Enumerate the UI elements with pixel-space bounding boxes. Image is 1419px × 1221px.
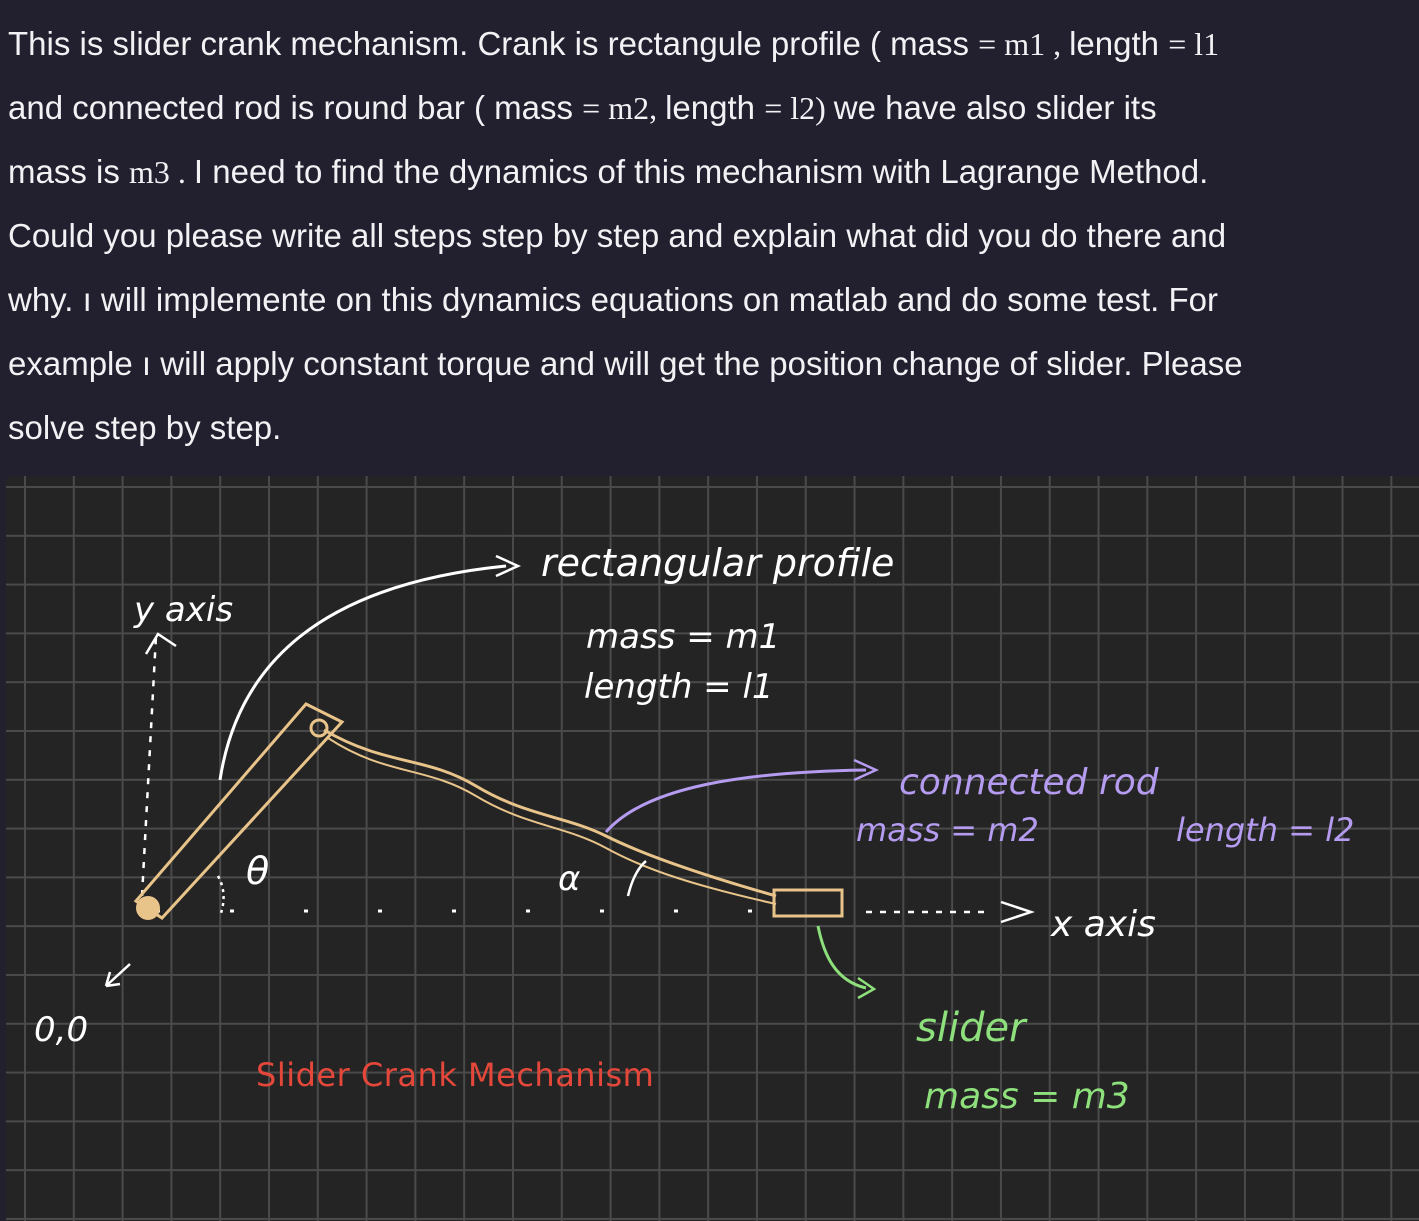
theta-arc xyxy=(216,875,225,917)
crank-length: length = l1 xyxy=(584,667,774,707)
sketch-caption: Slider Crank Mechanism xyxy=(256,1056,655,1094)
y-axis-line xyxy=(140,635,158,897)
connecting-rod xyxy=(323,728,777,898)
alpha-arc xyxy=(626,860,647,897)
rod-annotation-arrow xyxy=(604,768,867,833)
crank-pin xyxy=(309,718,329,738)
alpha-label: α xyxy=(558,859,580,899)
question-text: This is slider crank mechanism. Crank is… xyxy=(8,12,1413,460)
x-axis-label: x axis xyxy=(1050,904,1156,945)
rod-length: length = l2 xyxy=(1176,811,1354,849)
question-line-7: solve step by step. xyxy=(8,409,282,446)
sketch-image: y axis x axis 0,0 θ α rectangular profil… xyxy=(6,476,1419,1221)
crank-title: rectangular profile xyxy=(541,541,894,585)
crank-mass: mass = m1 xyxy=(586,617,780,657)
question-line-6: example ı will apply constant torque and… xyxy=(8,345,1243,382)
question-line-3: mass is m3 . I need to find the dynamics… xyxy=(8,153,1209,190)
slider-block xyxy=(772,888,844,918)
question-line-1: This is slider crank mechanism. Crank is… xyxy=(8,25,1220,62)
slider-annotation-arrow xyxy=(816,925,867,990)
connecting-rod-edge xyxy=(327,737,777,905)
origin-label: 0,0 xyxy=(34,1010,88,1050)
origin-arrow-icon xyxy=(104,963,131,988)
crank-link xyxy=(133,702,345,920)
mechanism-sketch: y axis x axis 0,0 θ α rectangular profil… xyxy=(34,541,1354,1117)
rod-mass: mass = m2 xyxy=(856,811,1039,849)
question-line-4: Could you please write all steps step by… xyxy=(8,217,1227,254)
crank-arrow-head-icon xyxy=(495,554,522,578)
question-line-2: and connected rod is round bar ( mass = … xyxy=(8,89,1157,126)
rod-arrow-head-icon xyxy=(853,758,880,782)
crank-annotation-arrow xyxy=(218,564,507,781)
question-line-5: why. ı will implemente on this dynamics … xyxy=(8,281,1218,318)
rod-title: connected rod xyxy=(899,762,1160,803)
slider-arrow-head-icon xyxy=(857,976,877,1000)
slider-mass: mass = m3 xyxy=(924,1076,1130,1117)
y-axis-label: y axis xyxy=(133,590,233,630)
theta-label: θ xyxy=(246,849,269,893)
y-axis-arrow-icon xyxy=(144,632,177,655)
slider-title: slider xyxy=(916,1005,1028,1051)
x-axis-arrow-icon xyxy=(1000,900,1035,924)
